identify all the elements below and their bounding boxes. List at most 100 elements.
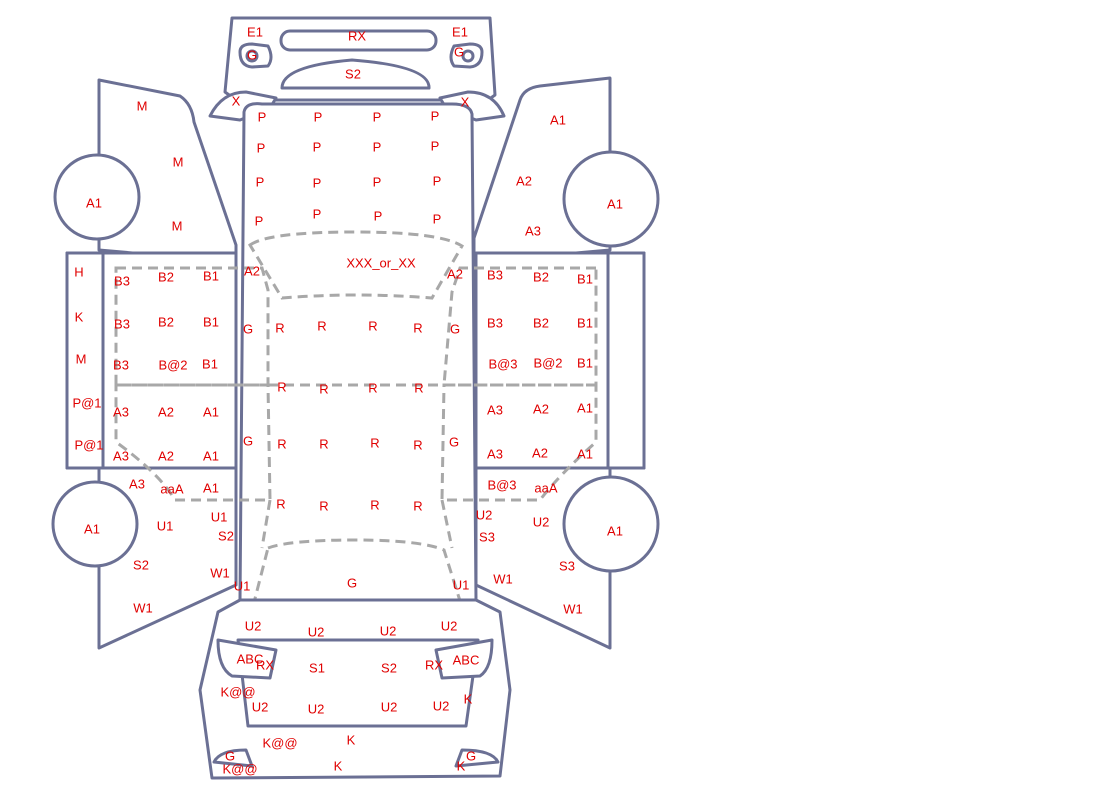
damage-code-label: B1: [577, 271, 593, 286]
damage-code-label: aaA: [160, 481, 183, 496]
damage-code-label: U1: [453, 577, 470, 592]
damage-code-label: R: [370, 497, 379, 512]
hood-scoop[interactable]: [280, 58, 431, 90]
damage-code-label: P: [431, 138, 440, 153]
damage-code-label: A1: [203, 404, 219, 419]
damage-code-label: B2: [533, 315, 549, 330]
right-pillar-line: [440, 499, 454, 549]
right-rear-door: [440, 383, 598, 502]
trunk-lid[interactable]: [236, 638, 480, 728]
damage-code-label: B1: [203, 314, 219, 329]
damage-code-label: G: [347, 575, 357, 590]
damage-code-label: U2: [476, 507, 493, 522]
damage-code-label: U2: [441, 618, 458, 633]
damage-code-label: U2: [308, 701, 325, 716]
damage-code-label: P: [255, 213, 264, 228]
damage-code-label: P: [313, 139, 322, 154]
windshield-rear: [248, 538, 468, 630]
damage-code-label: B1: [577, 315, 593, 330]
damage-code-label: X: [232, 93, 241, 108]
damage-code-label: P: [431, 108, 440, 123]
damage-code-label: U1: [211, 509, 228, 524]
damage-code-label: A2: [516, 173, 532, 188]
damage-code-label: U1: [234, 578, 251, 593]
damage-code-label: G: [247, 47, 257, 62]
damage-code-label: A1: [577, 400, 593, 415]
damage-code-label: S1: [309, 660, 325, 675]
damage-code-label: RX: [256, 657, 274, 672]
damage-code-label: B3: [487, 267, 503, 282]
damage-code-label: A1: [607, 523, 623, 538]
left-sill[interactable]: [65, 251, 105, 470]
tire-right-rear[interactable]: [562, 475, 660, 573]
damage-code-label: R: [370, 435, 379, 450]
damage-code-label: R: [276, 496, 285, 511]
center-body[interactable]: [238, 102, 478, 602]
damage-code-label: S2: [345, 66, 361, 81]
reflector-right[interactable]: [454, 748, 500, 768]
damage-code-label: K: [75, 309, 84, 324]
taillight-left[interactable]: [216, 638, 278, 680]
damage-code-label: A3: [129, 476, 145, 491]
damage-code-label: P@1: [74, 437, 103, 452]
right-front-door: [442, 266, 598, 387]
damage-code-label: R: [413, 437, 422, 452]
damage-code-label: U1: [157, 518, 174, 533]
tire-left-rear[interactable]: [51, 480, 139, 568]
damage-code-label: G: [243, 321, 253, 336]
damage-code-label: G: [454, 44, 464, 59]
damage-code-label: B3: [114, 316, 130, 331]
reflector-left[interactable]: [212, 748, 254, 768]
damage-code-label: R: [414, 380, 423, 395]
damage-code-label: E1: [247, 24, 263, 39]
right-sill[interactable]: [606, 251, 646, 470]
damage-code-label: U2: [380, 623, 397, 638]
damage-code-label: K@@: [222, 761, 257, 776]
damage-code-label: E1: [452, 24, 468, 39]
damage-code-label: A2: [447, 266, 463, 281]
tire-left-front[interactable]: [53, 153, 141, 241]
damage-code-label: K: [457, 758, 466, 773]
damage-code-label: S3: [479, 529, 495, 544]
damage-code-label: R: [277, 436, 286, 451]
damage-code-label: P: [373, 174, 382, 189]
damage-code-label: U2: [308, 624, 325, 639]
tire-right-front[interactable]: [562, 150, 660, 248]
left-pillar-line: [260, 499, 272, 549]
damage-code-label: K: [347, 732, 356, 747]
damage-code-label: U2: [245, 618, 262, 633]
damage-code-label: A1: [84, 521, 100, 536]
damage-code-label: B@2: [533, 355, 562, 370]
damage-code-label: B@3: [488, 356, 517, 371]
damage-code-label: A2: [244, 263, 260, 278]
damage-code-label: S3: [559, 558, 575, 573]
damage-code-label: A2: [158, 404, 174, 419]
damage-code-label: P: [256, 174, 265, 189]
damage-code-label: G: [449, 434, 459, 449]
damage-code-label: A1: [607, 196, 623, 211]
damage-code-label: U2: [381, 699, 398, 714]
damage-code-label: B1: [203, 268, 219, 283]
damage-code-label: B3: [487, 315, 503, 330]
damage-code-label: R: [319, 436, 328, 451]
damage-code-label: A1: [203, 448, 219, 463]
damage-code-label: B@3: [487, 477, 516, 492]
headlight-left-lamp: [245, 49, 259, 63]
damage-code-label: R: [319, 498, 328, 513]
damage-code-label: G: [243, 433, 253, 448]
headlight-right-lamp: [461, 49, 475, 63]
left-front-door: [114, 266, 270, 387]
front-grille[interactable]: [279, 29, 438, 52]
damage-code-label: M: [173, 154, 184, 169]
windshield-front: [248, 230, 465, 300]
damage-code-label: P: [374, 208, 383, 223]
damage-code-label: A3: [487, 446, 503, 461]
damage-code-label: K@@: [262, 735, 297, 750]
taillight-right[interactable]: [434, 638, 494, 680]
damage-code-label: A2: [532, 445, 548, 460]
damage-code-label: K: [334, 758, 343, 773]
damage-code-label: X: [461, 94, 470, 109]
damage-code-label: P: [257, 140, 266, 155]
damage-code-label: M: [137, 98, 148, 113]
